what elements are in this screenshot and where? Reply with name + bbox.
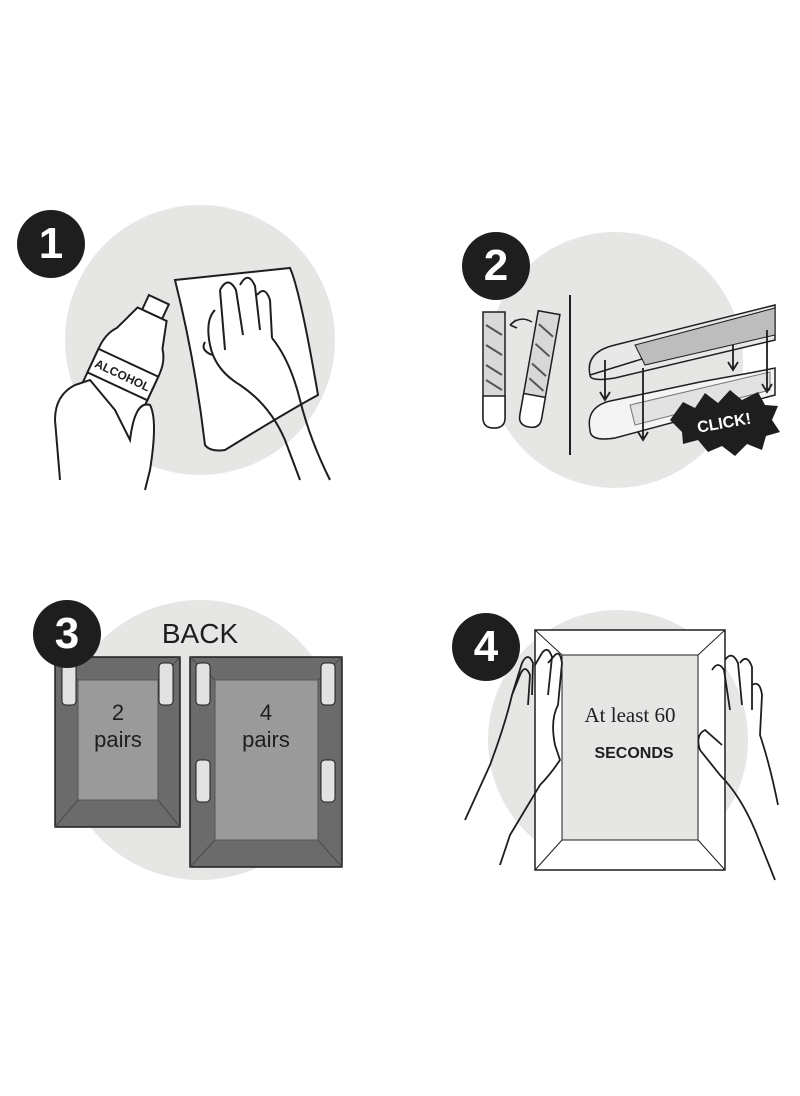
left-hand-icon xyxy=(464,648,563,866)
step-2-badge: 2 xyxy=(462,232,530,300)
step-2-panel: CLICK! 2 xyxy=(400,0,800,545)
step-3-panel: BACK 2 pairs 4 pairs 3 xyxy=(0,545,400,1091)
picture-frame xyxy=(534,629,726,871)
strip-icon xyxy=(195,759,211,803)
small-frame-unit: pairs xyxy=(94,727,142,752)
step-1-badge: 1 xyxy=(17,210,85,278)
step-2-illustration: CLICK! xyxy=(482,232,780,488)
step-4-panel: At least 60 SECONDS 4 xyxy=(400,545,800,1091)
strip-icon xyxy=(61,662,77,706)
small-frame: 2 pairs xyxy=(54,656,181,828)
strip-icon xyxy=(195,662,211,706)
wiping-hand-icon xyxy=(207,276,331,481)
small-frame-count: 2 xyxy=(112,700,124,725)
strip-right-icon xyxy=(518,309,561,428)
step-3-badge: 3 xyxy=(33,600,101,668)
strip-icon xyxy=(158,662,174,706)
holding-hand-icon xyxy=(53,378,155,491)
large-frame-count: 4 xyxy=(260,700,272,725)
step-3-illustration: BACK 2 pairs 4 pairs xyxy=(54,600,343,880)
step-4-illustration: At least 60 SECONDS xyxy=(464,610,779,881)
strip-icon xyxy=(320,759,336,803)
strip-icon xyxy=(320,662,336,706)
click-burst-icon xyxy=(670,390,780,456)
back-label: BACK xyxy=(162,618,239,649)
duration-text: At least 60 xyxy=(585,703,676,727)
step-1-illustration: ALCOHOL xyxy=(53,205,335,491)
large-frame-unit: pairs xyxy=(242,727,290,752)
wipe-cloth xyxy=(173,266,320,452)
right-hand-icon xyxy=(697,654,779,881)
large-frame: 4 pairs xyxy=(189,656,343,868)
duration-unit: SECONDS xyxy=(594,745,673,762)
step-4-badge: 4 xyxy=(452,613,520,681)
step-1-panel: ALCOHOL 1 xyxy=(0,0,400,545)
strip-left-icon xyxy=(482,311,506,429)
